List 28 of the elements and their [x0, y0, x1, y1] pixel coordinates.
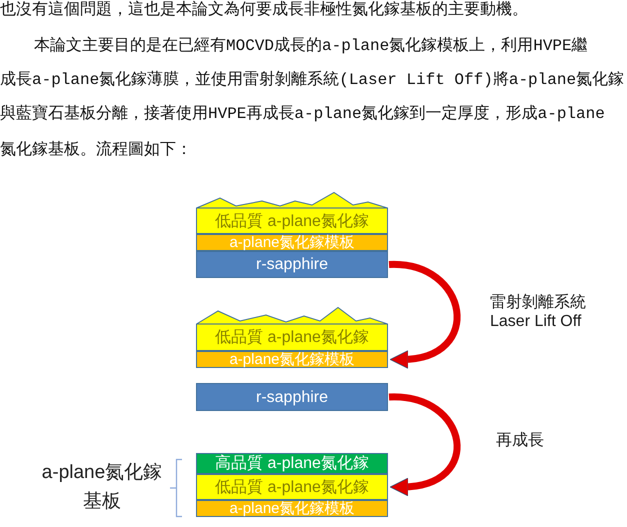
layer-label: 低品質 a-plane氮化鎵 — [215, 478, 369, 496]
edge-label: 雷射剝離系統 Laser Lift Off — [490, 293, 587, 331]
paragraph-line: 也沒有這個問題，這也是本論文為何要成長非極性氮化鎵基板的主要動機。 — [0, 0, 528, 20]
layer-label: r-sapphire — [256, 388, 328, 406]
paragraph-line: 與藍寶石基板分離，接著使用HVPE再成長a-plane氮化鎵到一定厚度，形成a-plane — [0, 104, 605, 124]
bracket-label: a-plane氮化鎵基板 — [40, 461, 164, 514]
curved-arrow — [388, 394, 460, 496]
layer-label: r-sapphire — [256, 256, 328, 273]
paragraph-line: 成長a-plane氮化鎵薄膜，並使用雷射剝離系統(Laser Lift Off)將a-plane氮化鎵 — [0, 70, 624, 90]
curved-arrow — [388, 261, 460, 368]
layer-label: 低品質 a-plane氮化鎵 — [215, 329, 369, 346]
layer-label: a-plane氮化鎵模板 — [229, 234, 355, 250]
paragraph-line: 本論文主要目的是在已經有MOCVD成長的a-plane氮化鎵模板上，利用HVPE繼 — [34, 36, 588, 56]
layer-label: 高品質 a-plane氮化鎵 — [215, 455, 369, 472]
edge-label: 再成長 — [496, 431, 545, 450]
template-layer — [196, 500, 388, 517]
template-layer — [196, 234, 388, 251]
substrate-layer — [196, 251, 388, 278]
film-layer — [196, 453, 388, 474]
film-layer — [196, 474, 388, 500]
layer-label: a-plane氮化鎵模板 — [229, 352, 355, 368]
rough-film-layer — [196, 192, 388, 234]
rough-film-layer — [196, 307, 388, 351]
paragraph-line: 氮化鎵基板。流程圖如下： — [0, 140, 192, 160]
layer-label: a-plane氮化鎵模板 — [229, 500, 355, 516]
template-layer — [196, 351, 388, 368]
substrate-layer — [196, 383, 388, 411]
layer-label: 低品質 a-plane氮化鎵 — [215, 212, 369, 230]
